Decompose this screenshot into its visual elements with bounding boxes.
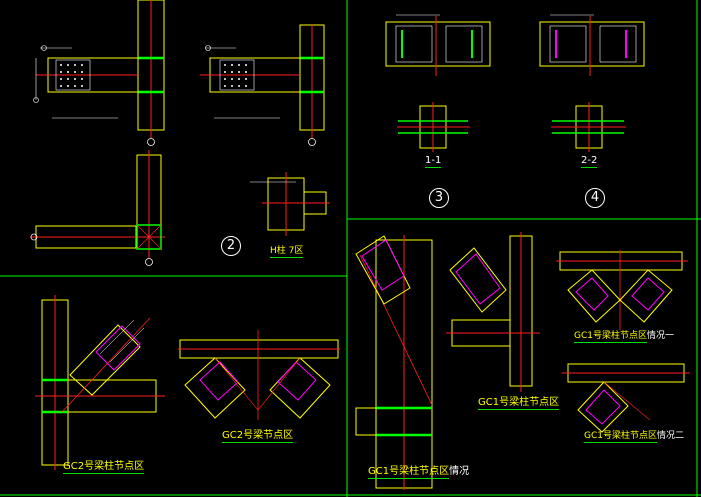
gc1-main-label-text: GC1号梁柱节点区 — [368, 466, 450, 479]
gc1-variant-1-suffix: 情况一 — [647, 331, 675, 341]
detail-marker-3: 3 — [429, 188, 449, 208]
column-ref-detail — [250, 172, 330, 236]
gc1-main-label-suffix: 情况 — [449, 466, 470, 477]
gc2-column-joint — [35, 295, 165, 470]
beam-column-detail-b — [200, 24, 325, 146]
detail-marker-4: 4 — [585, 188, 605, 208]
beam-column-detail-a — [33, 0, 165, 146]
gc1-variant-1 — [556, 250, 688, 330]
gc1-column-joint-mid — [446, 232, 540, 392]
gc2-beam-joint-label: GC2号梁节点区 — [222, 430, 294, 443]
gc1-variant-2-suffix: 情况二 — [657, 431, 685, 441]
flange-detail-3 — [385, 14, 491, 152]
gc1-variant-1-text: GC1号梁柱节点区 — [574, 331, 647, 343]
flange-detail-4 — [539, 14, 645, 152]
gc2-column-joint-label: GC2号梁柱节点区 — [63, 461, 145, 474]
detail-marker-2: 2 — [221, 236, 241, 256]
gc1-mid-label-text: GC1号梁柱节点区 — [478, 397, 560, 410]
gc2-beam-joint — [178, 330, 340, 420]
gc1-main-label: GC1号梁柱节点区情况 — [368, 466, 470, 479]
gc1-column-joint-main — [355, 235, 433, 490]
gc1-mid-label: GC1号梁柱节点区 — [478, 397, 560, 410]
gc1-variant-2 — [562, 363, 690, 433]
section-label-1-1: 1-1 — [425, 155, 442, 168]
gc1-variant-2-label: GC1号梁柱节点区情况二 — [584, 431, 685, 443]
section-label-2-2: 2-2 — [581, 155, 598, 168]
column-ref-label: H柱 7区 — [270, 246, 304, 258]
gc1-variant-2-text: GC1号梁柱节点区 — [584, 431, 657, 443]
gc1-variant-1-label: GC1号梁柱节点区情况一 — [574, 331, 675, 343]
corner-joint-detail — [30, 150, 165, 266]
